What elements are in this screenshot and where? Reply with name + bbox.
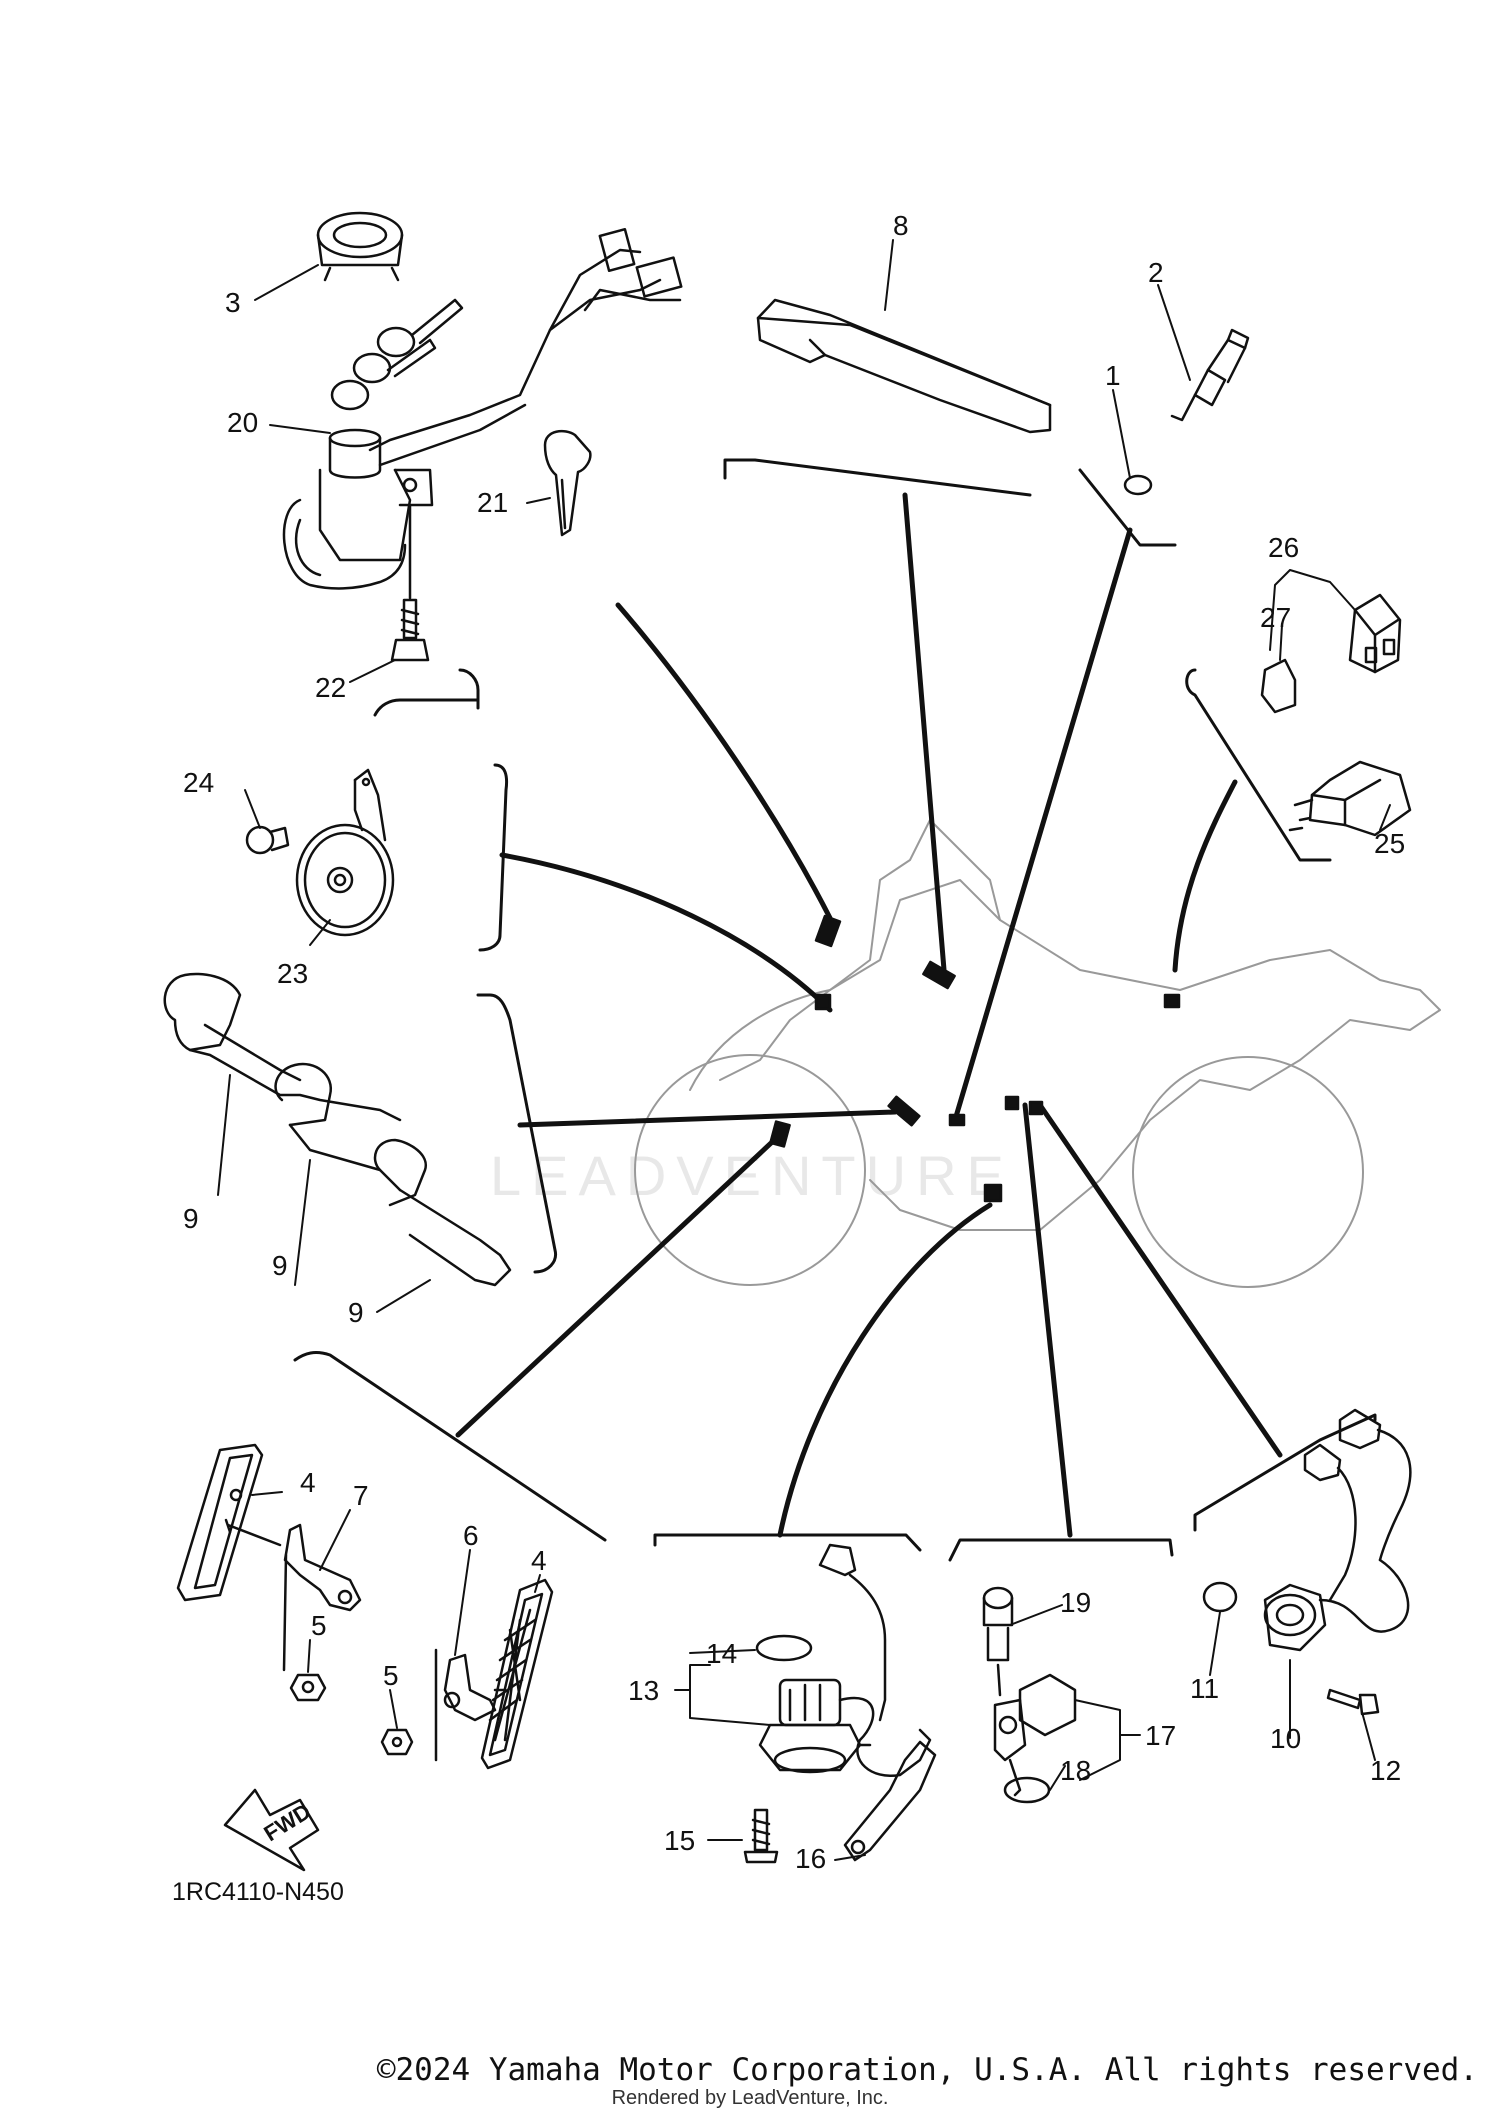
callout-5a: 5 bbox=[311, 1610, 327, 1641]
callout-4a: 4 bbox=[300, 1467, 316, 1498]
callout-25: 25 bbox=[1374, 828, 1405, 859]
callout-27: 27 bbox=[1260, 602, 1291, 633]
callout-13: 13 bbox=[628, 1675, 659, 1706]
callout-5b: 5 bbox=[383, 1660, 399, 1691]
callout-22: 22 bbox=[315, 672, 346, 703]
callout-26: 26 bbox=[1268, 532, 1299, 563]
callout-3: 3 bbox=[225, 287, 241, 318]
o-ring-14-part bbox=[755, 1634, 813, 1662]
coupler-26-part bbox=[1260, 593, 1402, 714]
bolt-12-part bbox=[1326, 1688, 1380, 1716]
motorcycle-outline bbox=[634, 819, 1441, 1288]
horn-part bbox=[295, 768, 395, 937]
diagram-code: 1RC4110-N450 bbox=[172, 1878, 344, 1906]
callout-7: 7 bbox=[353, 1480, 369, 1511]
callout-12: 12 bbox=[1370, 1755, 1401, 1786]
callout-2: 2 bbox=[1148, 257, 1164, 288]
ecu-part bbox=[756, 298, 1052, 434]
relay-25-part bbox=[1288, 760, 1412, 837]
callout-17: 17 bbox=[1145, 1720, 1176, 1751]
reflector-left-part bbox=[176, 1443, 264, 1602]
callout-1: 1 bbox=[1105, 360, 1121, 391]
callout-9b: 9 bbox=[272, 1250, 288, 1281]
callout-15: 15 bbox=[664, 1825, 695, 1856]
callout-11: 11 bbox=[1190, 1673, 1219, 1704]
key-part bbox=[543, 429, 592, 537]
copyright-notice: ©2024 Yamaha Motor Corporation, U.S.A. A… bbox=[376, 2052, 1478, 2088]
callout-4b: 4 bbox=[531, 1545, 547, 1576]
cap-ring-part bbox=[316, 211, 404, 282]
rendered-by-notice: Rendered by LeadVenture, Inc. bbox=[611, 2087, 889, 2109]
main-switch-part bbox=[282, 227, 683, 600]
sensor-17-part bbox=[993, 1673, 1077, 1797]
leader-lines bbox=[455, 492, 1283, 1538]
sensor-2-part bbox=[1170, 328, 1250, 422]
reflector-right-part bbox=[480, 1578, 554, 1770]
callout-20: 20 bbox=[227, 407, 258, 438]
callout-19: 19 bbox=[1060, 1587, 1091, 1618]
nut-5-right-part bbox=[380, 1728, 414, 1756]
bracket-7-part bbox=[282, 1523, 362, 1672]
callout-leaders bbox=[217, 239, 1391, 1861]
watermark: LEADVENTURE bbox=[490, 1144, 1014, 1207]
fwd-arrow-icon bbox=[223, 1788, 320, 1872]
sensor-13-part bbox=[758, 1543, 932, 1778]
bolt-24-part bbox=[245, 825, 290, 855]
callout-23: 23 bbox=[277, 958, 308, 989]
sensor-10-part bbox=[1263, 1408, 1412, 1652]
callout-9c: 9 bbox=[348, 1297, 364, 1328]
nut-5-left-part bbox=[289, 1673, 327, 1702]
callout-14: 14 bbox=[706, 1638, 737, 1669]
o-ring-18-part bbox=[1003, 1776, 1051, 1804]
callout-8: 8 bbox=[893, 210, 909, 241]
callout-9a: 9 bbox=[183, 1203, 199, 1234]
plate-16-part bbox=[843, 1740, 937, 1862]
callout-6: 6 bbox=[463, 1520, 479, 1551]
callout-18: 18 bbox=[1060, 1755, 1091, 1786]
callout-10: 10 bbox=[1270, 1723, 1301, 1754]
o-ring-11-part bbox=[1202, 1581, 1238, 1613]
bolt-15-part bbox=[743, 1808, 779, 1864]
callout-24: 24 bbox=[183, 767, 214, 798]
bolt-19-part bbox=[982, 1586, 1014, 1697]
bracket-6-part bbox=[434, 1648, 507, 1762]
sensor-markers bbox=[769, 914, 1181, 1203]
bolt-22-part bbox=[390, 598, 430, 662]
callout-labels: 1 2 3 4 4 5 5 6 7 8 9 9 9 10 11 12 13 14… bbox=[183, 210, 1405, 1874]
washer-1-part bbox=[1123, 474, 1153, 496]
screw-left-part bbox=[224, 1518, 282, 1547]
callout-16: 16 bbox=[795, 1843, 826, 1874]
bracket-lines bbox=[293, 458, 1377, 1562]
sensor-9-part bbox=[163, 972, 512, 1287]
callout-21: 21 bbox=[477, 487, 508, 518]
